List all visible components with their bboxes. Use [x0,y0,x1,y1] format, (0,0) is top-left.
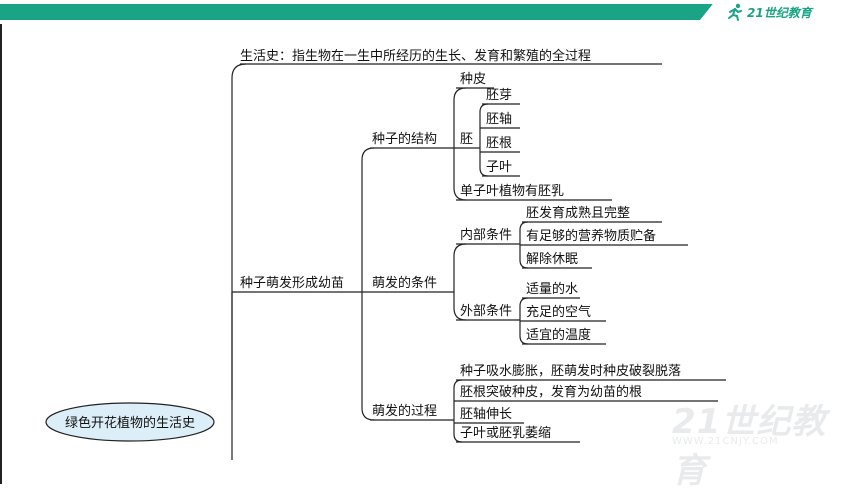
embryo-part-2: 胚轴 [486,112,512,127]
branch-internal [453,243,467,292]
trunk-life-history [231,63,247,400]
embryo-label: 胚 [460,132,473,147]
internal-item-2: 有足够的营养物质贮备 [526,228,656,244]
process-item-3: 胚轴伸长 [460,407,512,422]
process-item-4: 子叶或胚乳萎缩 [460,425,551,441]
internal-label: 内部条件 [460,227,512,243]
embryo-part-4: 子叶 [486,160,512,175]
embryo-part-1: 胚芽 [486,88,512,103]
external-item-1: 适量的水 [526,281,578,297]
internal-item-1: 胚发育成熟且完整 [526,205,630,221]
structure-label: 种子的结构 [372,131,437,147]
header-bar: 21世纪教育 [0,0,860,24]
external-item-2: 充足的空气 [526,304,591,320]
root-node[interactable] [45,402,215,442]
germination-label: 种子萌发形成幼苗 [240,275,344,291]
conditions-label: 萌发的条件 [372,275,437,291]
process-item-2: 胚根突破种皮，发育为幼苗的根 [460,384,642,400]
spine-process [361,292,375,421]
mind-map: 绿色开花植物的生活史 生活史：指生物在一生中所经历的生长、发育和繁殖的全过程 种… [45,48,726,460]
runner-icon [728,3,742,21]
seed-coat-label: 种皮 [460,72,486,87]
site-logo[interactable]: 21世纪教育 [726,2,812,22]
header-notch [700,4,860,20]
external-label: 外部条件 [460,303,512,319]
monocot-label: 单子叶植物有胚乳 [460,184,564,199]
external-item-3: 适宜的温度 [526,327,591,343]
process-label: 萌发的过程 [372,403,437,419]
life-history-text: 生活史：指生物在一生中所经历的生长、发育和繁殖的全过程 [240,48,591,64]
internal-item-3: 解除休眠 [526,252,578,267]
logo-text: 21世纪教育 [747,5,812,20]
header-band [0,4,860,20]
spine-structure [361,147,375,292]
slide-left-border [0,24,2,484]
process-item-1: 种子吸水膨胀，胚萌发时种皮破裂脱落 [460,363,681,379]
root-label: 绿色开花植物的生活史 [65,415,195,431]
embryo-part-3: 胚根 [486,136,512,151]
